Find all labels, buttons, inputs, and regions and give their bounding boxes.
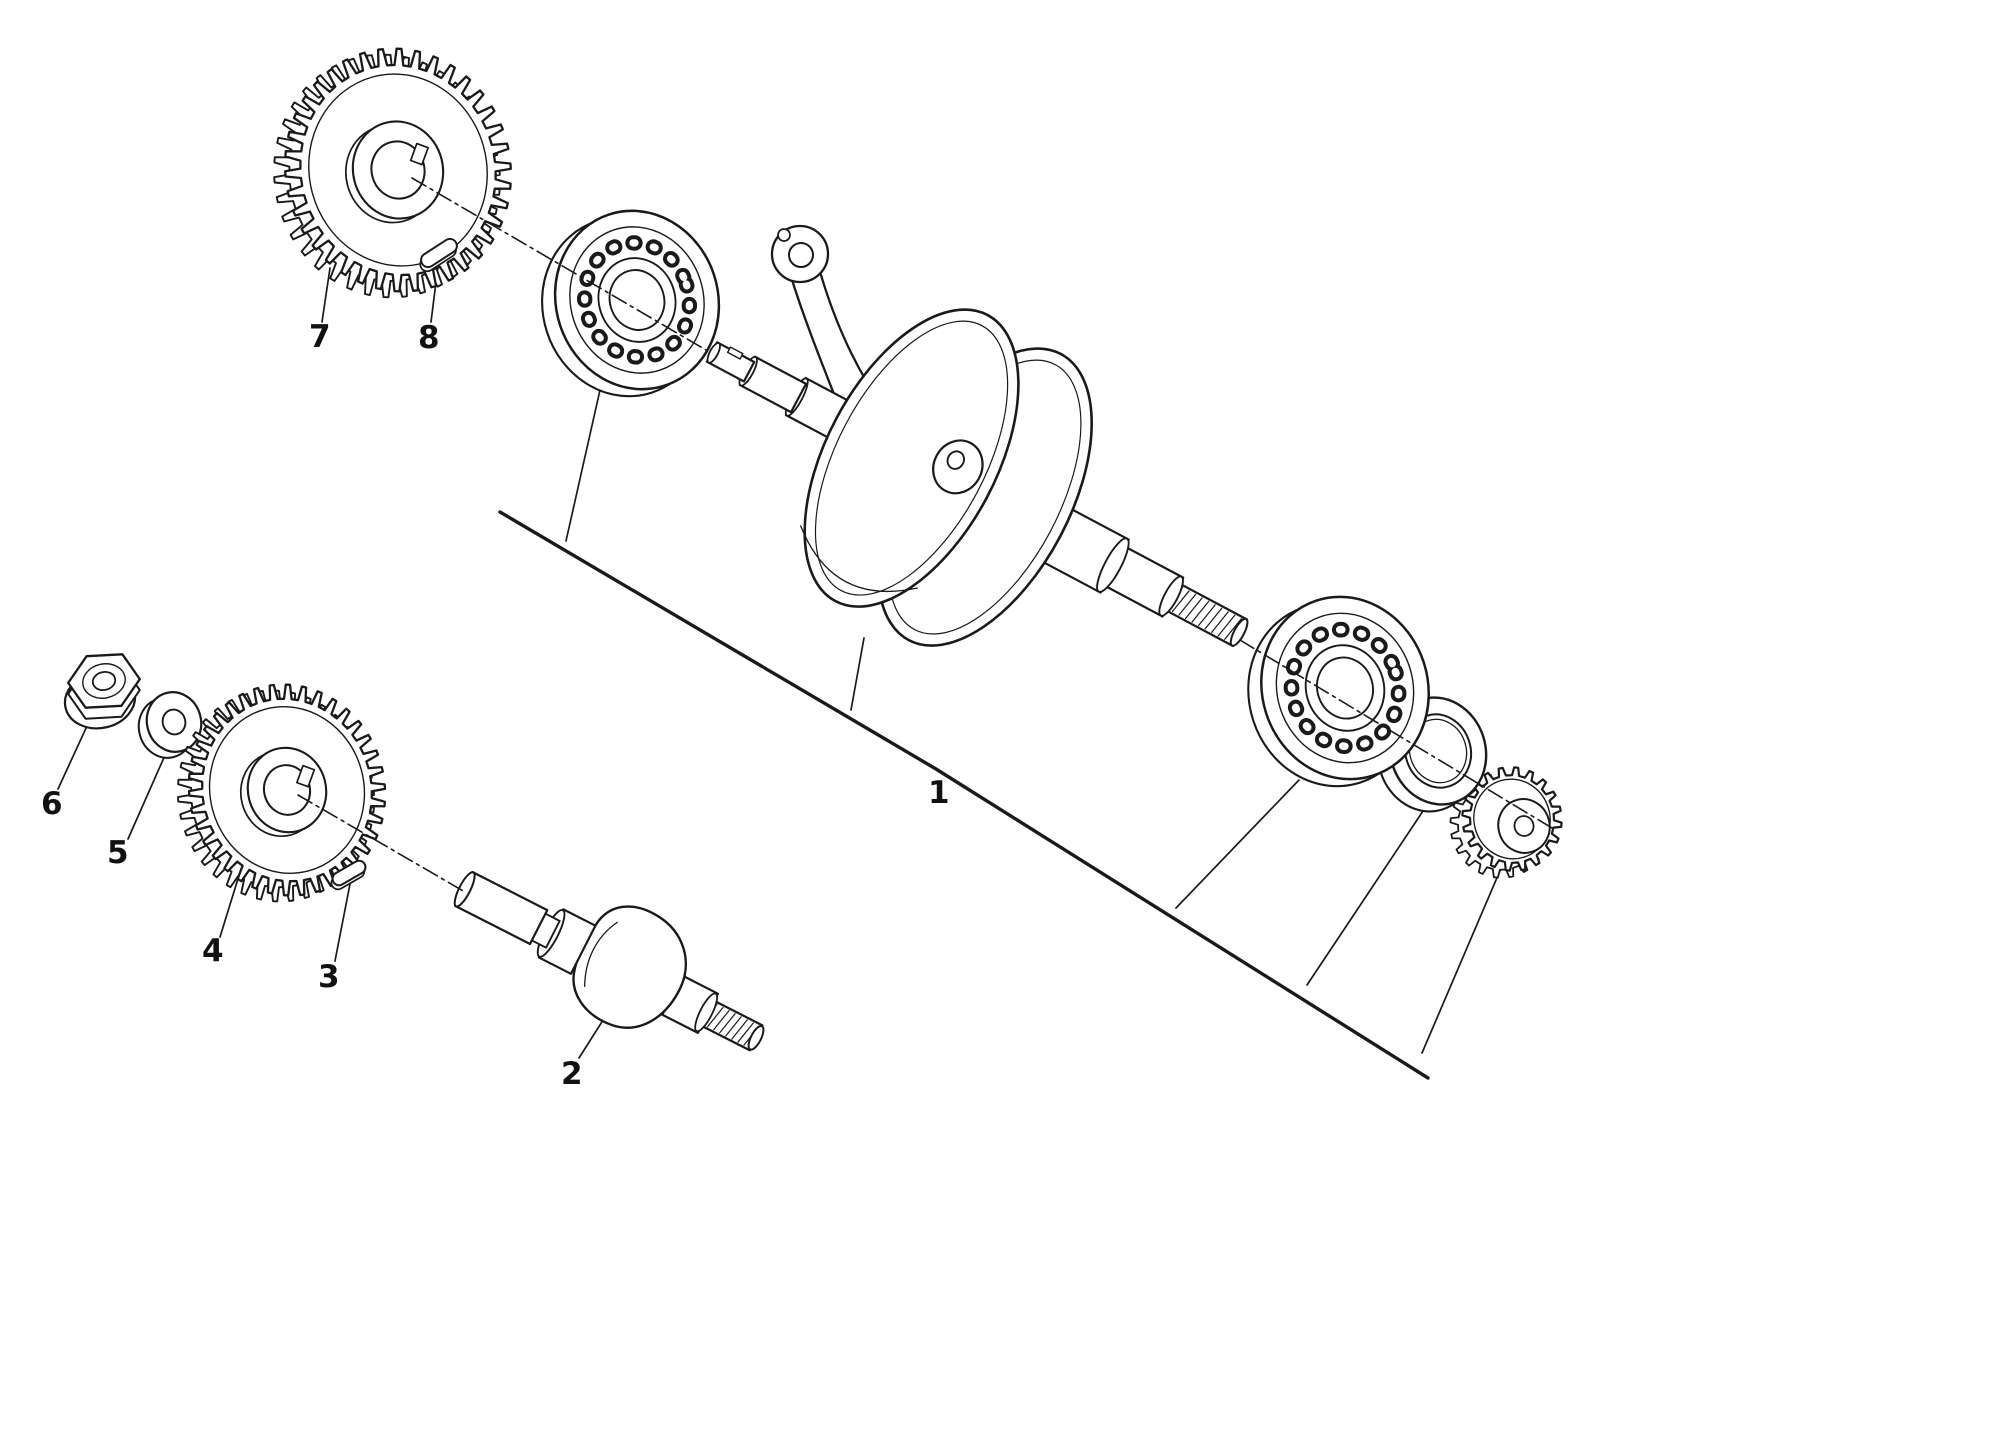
center-axis-line (1239, 639, 1553, 829)
washer-drawing (137, 691, 203, 759)
callout-label-8: 8 (418, 320, 440, 356)
assembly-bracket-line (498, 510, 1430, 1080)
callout-label-2: 2 (561, 1056, 583, 1092)
leader-line (321, 267, 331, 323)
callout-label-3: 3 (318, 959, 340, 995)
leader-line (127, 752, 167, 840)
centerlines (297, 177, 1553, 893)
callout-label-5: 5 (107, 835, 129, 871)
woodruff-key-8-drawing (419, 237, 458, 273)
leader-line (1175, 779, 1300, 909)
right-main-bearing-drawing (1247, 595, 1430, 788)
balance-shaft-drawing (453, 870, 765, 1052)
left-main-bearing-drawing (541, 209, 721, 398)
leader-line (565, 389, 601, 542)
callout-leader-lines (57, 265, 1506, 1080)
primary-gear-drawing (273, 47, 512, 299)
leader-line (1421, 858, 1506, 1054)
center-axis-line (297, 794, 466, 893)
woodruff-key-3-drawing (330, 859, 367, 891)
callout-label-6: 6 (41, 786, 63, 822)
callout-label-7: 7 (309, 319, 331, 355)
leader-line (219, 868, 242, 938)
center-axis-line (411, 177, 707, 351)
callout-label-1: 1 (928, 775, 950, 811)
leader-line (1306, 801, 1430, 986)
callout-label-4: 4 (202, 933, 224, 969)
crankshaft-left-shaft-drawing (705, 308, 1020, 608)
small-toothed-gear-drawing (1449, 766, 1563, 879)
balance-gear-drawing (177, 683, 387, 903)
leader-line (334, 883, 351, 962)
leader-line (850, 637, 865, 711)
flange-nut-drawing (63, 653, 141, 730)
